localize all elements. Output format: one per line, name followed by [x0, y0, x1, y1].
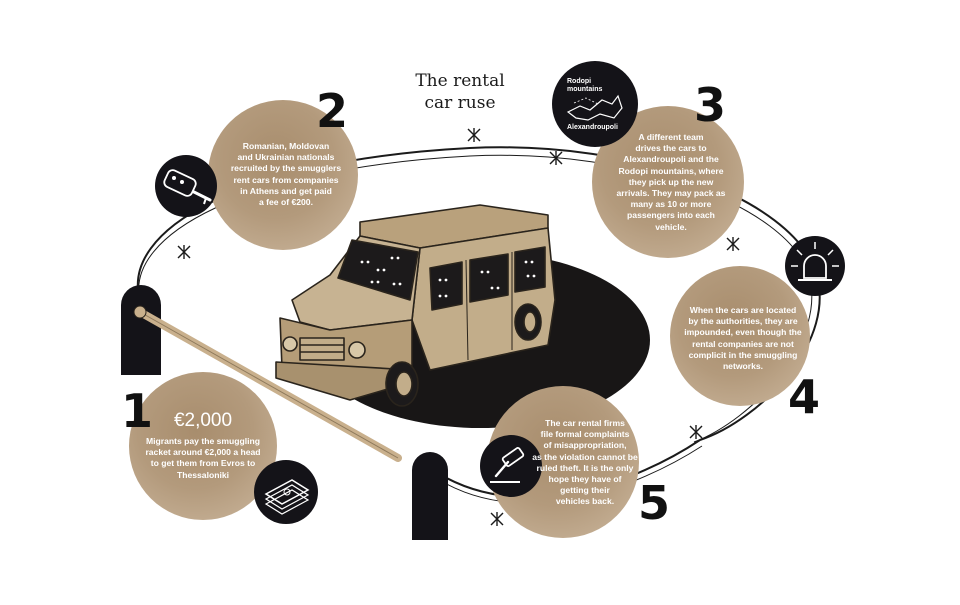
step-3-line: vehicle. [655, 221, 687, 232]
step-5-line: as the violation cannot be [532, 451, 638, 462]
step-2-line: and Ukrainian nationals [237, 152, 335, 163]
map-label-rodopi: Rodopi mountains [567, 78, 602, 94]
page-title: The rental car ruse [385, 70, 535, 114]
barrier-right-post [412, 452, 448, 540]
money-stack-icon [254, 460, 318, 524]
map-icon [552, 61, 638, 147]
step-2-line: a fee of €200. [259, 197, 313, 208]
step-5-line: of misappropriation, [543, 440, 627, 451]
step-1-line: Migrants pay the smuggling [145, 436, 261, 446]
step-4-line: rental companies are not [692, 338, 794, 349]
step-4-text: When the cars are located by the authori… [668, 305, 818, 372]
step-4-line: When the cars are located [689, 305, 797, 315]
step-1-text: Migrants pay the smuggling racket around… [128, 436, 278, 481]
step-3-line: passengers into each [627, 210, 715, 221]
step-5-line: ruled theft. It is the only [536, 462, 634, 473]
step-1-line: Thessaloniki [176, 469, 230, 480]
car-key-icon [155, 155, 217, 217]
passenger-eyes [360, 256, 536, 298]
step-2-line: rent cars from companies [233, 174, 339, 185]
step-number-1: 1 [121, 384, 154, 438]
step-number-5: 5 [638, 476, 671, 530]
gavel-icon [480, 435, 542, 497]
step-3-line: Alexandroupoli and the [623, 154, 719, 165]
step-3-line: Rodopi mountains, where [618, 165, 724, 176]
step-1-amount: €2,000 [173, 410, 233, 431]
step-4-line: complicit in the smuggling [688, 349, 798, 360]
step-number-2: 2 [316, 84, 349, 138]
title-line-1: The rental [415, 71, 505, 91]
step-5-line: getting their [560, 485, 610, 496]
step-3-line: drives the cars to [635, 143, 707, 154]
step-5-line: file formal complaints [540, 429, 630, 440]
step-3-line: A different team [638, 132, 704, 142]
step-2-line: Romanian, Moldovan [242, 141, 330, 151]
step-3-circle [592, 106, 744, 258]
siren-icon [785, 236, 845, 296]
step-3-line: many as 10 or more [630, 199, 712, 210]
step-2-line: in Athens and get paid [240, 185, 332, 196]
step-1-line: to get them from Evros to [150, 458, 256, 469]
step-5-text: The car rental firms file formal complai… [510, 418, 660, 508]
map-label-alexandroupoli: Alexandroupoli [567, 124, 618, 131]
step-5-line: vehicles back. [555, 496, 615, 507]
barrier-left [121, 285, 402, 462]
title-line-2: car ruse [424, 93, 496, 113]
step-4-circle [670, 266, 810, 406]
step-5-circle [487, 386, 639, 538]
step-number-4: 4 [788, 370, 821, 424]
step-2-text: Romanian, Moldovan and Ukrainian nationa… [211, 141, 361, 208]
step-4-line: by the authorities, they are [688, 316, 798, 327]
step-5-line: The car rental firms [545, 418, 625, 428]
suv-illustration [275, 204, 556, 407]
step-3-text: A different team drives the cars to Alex… [596, 132, 746, 233]
map-label-rodopi-line1: Rodopi [567, 78, 592, 85]
step-4-line: networks. [722, 361, 764, 372]
step-4-line: impounded, even though the [684, 327, 802, 338]
step-3-line: arrivals. They may pack as [616, 188, 726, 199]
step-1-line: racket around €2,000 a head [145, 447, 261, 458]
step-number-3: 3 [694, 78, 727, 132]
step-5-line: hope they have of [548, 474, 622, 485]
barbed-wire-knots [177, 128, 740, 526]
step-1-circle [129, 372, 277, 520]
step-2-circle [208, 100, 358, 250]
step-3-line: they pick up the new [628, 176, 714, 187]
step-2-line: recruited by the smugglers [230, 163, 342, 174]
map-label-rodopi-line2: mountains [567, 86, 603, 93]
